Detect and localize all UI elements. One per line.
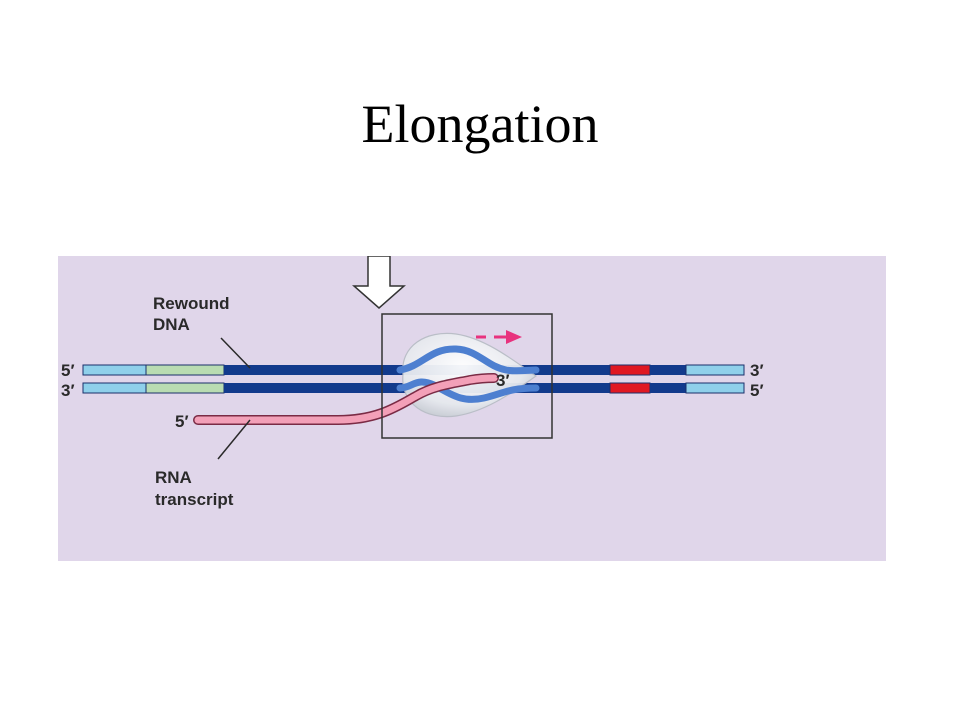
pointer-down-arrow: [352, 256, 406, 309]
rna-transcript-leader-line: [217, 419, 251, 460]
right-top-end-label: 3′: [750, 361, 764, 380]
top-strand-red-region: [609, 364, 651, 376]
left-top-end-label: 5′: [61, 361, 75, 380]
bottom-strand-red-region: [609, 382, 651, 394]
top-strand-right-segment: [534, 365, 610, 375]
top-strand-dark-segment: [650, 365, 686, 375]
transcription-direction-arrow: [476, 330, 522, 344]
top-strand-right-light-blue: [685, 364, 745, 376]
slide-title: Elongation: [361, 94, 599, 154]
unwound-bottom-strand: [396, 378, 540, 403]
top-strand-green-region: [145, 364, 225, 376]
unwound-top-strand: [396, 345, 540, 375]
dna-template-top-strand: [82, 364, 745, 376]
bottom-strand-right-light-blue: [685, 382, 745, 394]
rna-transcript-fill: [194, 374, 498, 424]
dna-bottom-strand: [82, 382, 745, 394]
polymerase-highlight-box: [381, 313, 553, 439]
bottom-strand-right-segment: [534, 383, 610, 393]
transcription-elongation-diagram: Rewound DNA RNA transcript 5′ 3′ 3′ 5′ 5…: [58, 256, 886, 561]
right-bottom-end-label: 5′: [750, 381, 764, 400]
bottom-strand-dark-segment: [650, 383, 686, 393]
rna-3-prime-end-label: 3′: [496, 371, 510, 390]
bottom-strand-left-light-blue: [82, 382, 147, 394]
rewound-dna-label-line2: DNA: [153, 315, 190, 334]
rna-transcript-label-line1: RNA: [155, 468, 192, 487]
left-bottom-end-label: 3′: [61, 381, 75, 400]
rna-transcript-label-line2: transcript: [155, 490, 234, 509]
rewound-dna-label-line1: Rewound: [153, 294, 230, 313]
top-strand-rewound-segment: [224, 365, 404, 375]
rewound-dna-leader-line: [220, 337, 251, 369]
bottom-strand-green-region: [145, 382, 225, 394]
top-strand-left-light-blue: [82, 364, 147, 376]
bottom-strand-rewound-segment: [224, 383, 404, 393]
rna-5-prime-end-label: 5′: [175, 412, 189, 431]
